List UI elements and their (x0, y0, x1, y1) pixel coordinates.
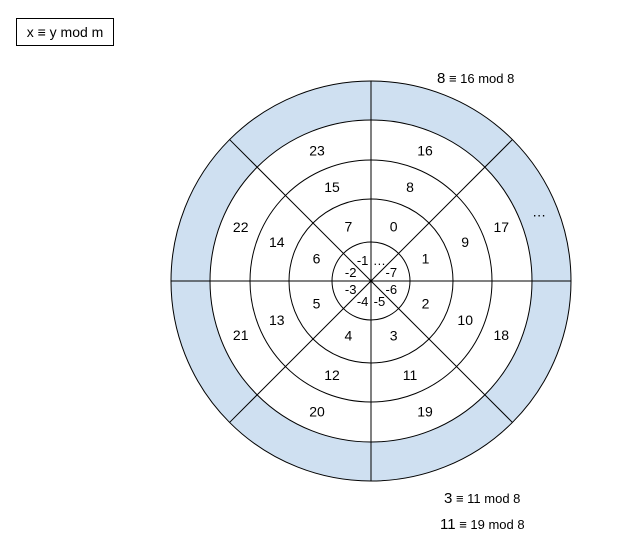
sector-number-label: 16 (417, 143, 433, 159)
sector-number-label: 19 (417, 403, 433, 419)
sector-number-label: -3 (345, 282, 357, 297)
sector-number-label: 17 (494, 219, 510, 235)
sector-number-label: 21 (233, 327, 249, 343)
sector-number-label: 2 (422, 296, 430, 312)
congruence-note-top: 8 ≡ 16 mod 8 (437, 70, 514, 87)
note-lhs: 11 (440, 516, 456, 533)
sector-number-label: -4 (357, 294, 369, 309)
sector-number-label: 20 (309, 403, 325, 419)
note-rest: ≡ 19 mod 8 (455, 517, 525, 532)
congruence-note-bottom-2: 11 ≡ 19 mod 8 (440, 516, 525, 533)
note-rest: ≡ 11 mod 8 (452, 491, 521, 506)
note-lhs: 8 (437, 70, 446, 87)
note-rest: ≡ 16 mod 8 (445, 71, 515, 86)
sector-number-label: -7 (386, 265, 398, 280)
sector-number-label: -1 (357, 253, 369, 268)
sector-number-label: 11 (403, 367, 418, 383)
sector-number-label: 7 (345, 219, 353, 235)
sector-number-label: 14 (269, 234, 285, 250)
congruence-note-bottom-1: 3 ≡ 11 mod 8 (444, 490, 520, 507)
sector-number-label: 22 (233, 219, 249, 235)
sector-number-label: 18 (494, 327, 510, 343)
sector-number-label: -2 (345, 265, 357, 280)
sector-number-label: 4 (345, 328, 353, 344)
sector-number-label: 15 (324, 179, 340, 195)
sector-number-label: … (532, 203, 546, 219)
sector-number-label: -6 (386, 282, 398, 297)
sector-number-label: 12 (324, 367, 340, 383)
sector-number-label: 13 (269, 312, 285, 328)
sector-number-label: 10 (457, 312, 473, 328)
sector-number-label: -5 (374, 294, 386, 309)
sector-number-label: 0 (390, 219, 398, 235)
sector-number-label: 8 (406, 179, 414, 195)
title-text: x ≡ y mod m (26, 24, 104, 40)
sector-number-label: … (373, 253, 386, 268)
sector-number-label: 9 (461, 234, 469, 250)
sector-number-label: 5 (313, 296, 321, 312)
sector-number-label: 23 (309, 143, 325, 159)
title-box: x ≡ y mod m (16, 18, 114, 46)
sector-number-label: 6 (313, 250, 321, 266)
sector-number-label: 3 (390, 328, 398, 344)
note-lhs: 3 (444, 490, 453, 507)
sector-divider-line (229, 139, 513, 423)
sector-number-label: 1 (422, 250, 430, 266)
